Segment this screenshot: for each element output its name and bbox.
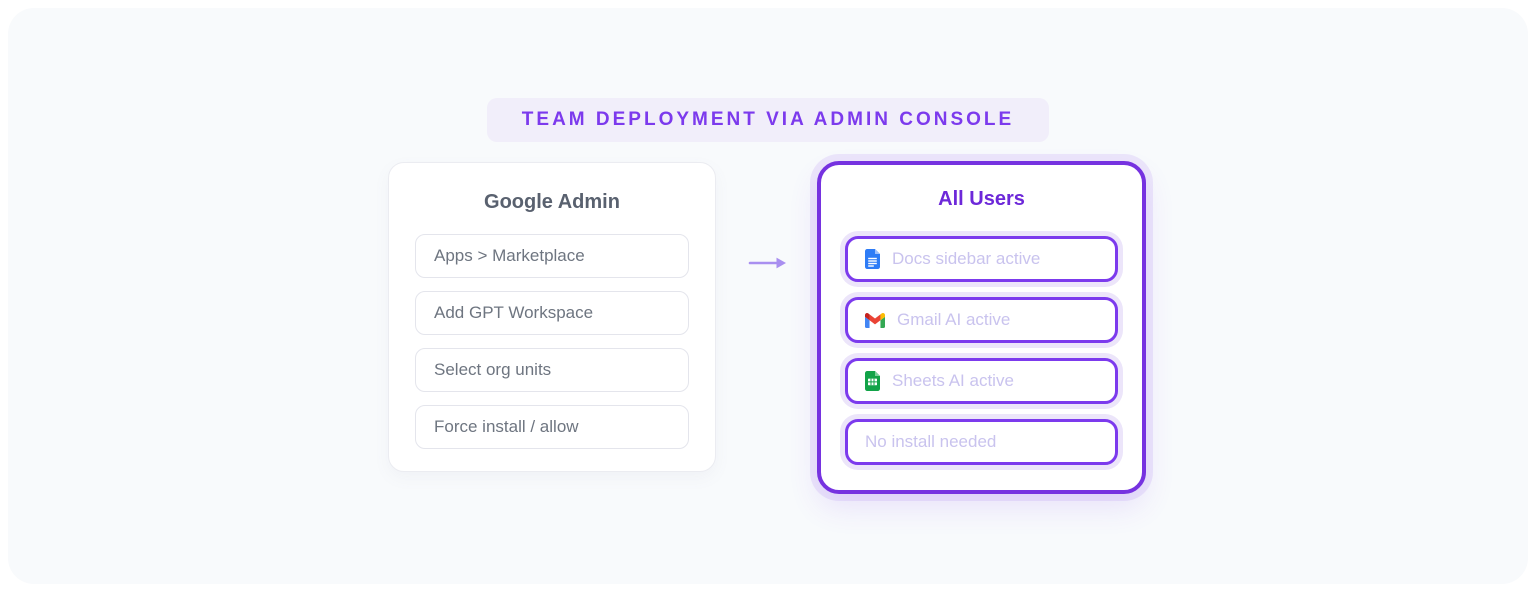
diagram-canvas: TEAM DEPLOYMENT VIA ADMIN CONSOLE Google… (8, 8, 1528, 584)
user-item-gmail: Gmail AI active (845, 297, 1118, 343)
page-title: TEAM DEPLOYMENT VIA ADMIN CONSOLE (521, 109, 1015, 130)
admin-step-add-gpt-workspace: Add GPT Workspace (415, 291, 689, 335)
users-card-title: All Users (938, 188, 1025, 210)
right-arrow-icon (748, 255, 788, 271)
admin-card-title: Google Admin (484, 191, 620, 213)
all-users-card: All Users Docs sidebar active (817, 161, 1146, 494)
admin-step-force-install: Force install / allow (415, 405, 689, 449)
user-item-label: No install needed (865, 432, 997, 451)
admin-steps-list: Apps > Marketplace Add GPT Workspace Sel… (415, 234, 689, 449)
title-highlight: TEAM DEPLOYMENT VIA ADMIN CONSOLE (486, 98, 1050, 142)
user-item-sheets: Sheets AI active (845, 358, 1118, 404)
gmail-icon (865, 312, 885, 328)
admin-step-apps-marketplace: Apps > Marketplace (415, 234, 689, 278)
user-item-label: Docs sidebar active (892, 249, 1041, 268)
users-items-list: Docs sidebar active Gmail AI active (845, 236, 1118, 465)
admin-step-select-org-units: Select org units (415, 348, 689, 392)
google-docs-icon (865, 249, 880, 269)
user-item-no-install: No install needed (845, 419, 1118, 465)
user-item-label: Sheets AI active (892, 371, 1014, 390)
google-admin-card: Google Admin Apps > Marketplace Add GPT … (388, 162, 716, 472)
user-item-docs: Docs sidebar active (845, 236, 1118, 282)
user-item-label: Gmail AI active (897, 310, 1011, 329)
google-sheets-icon (865, 371, 880, 391)
title-row: TEAM DEPLOYMENT VIA ADMIN CONSOLE (8, 98, 1528, 142)
